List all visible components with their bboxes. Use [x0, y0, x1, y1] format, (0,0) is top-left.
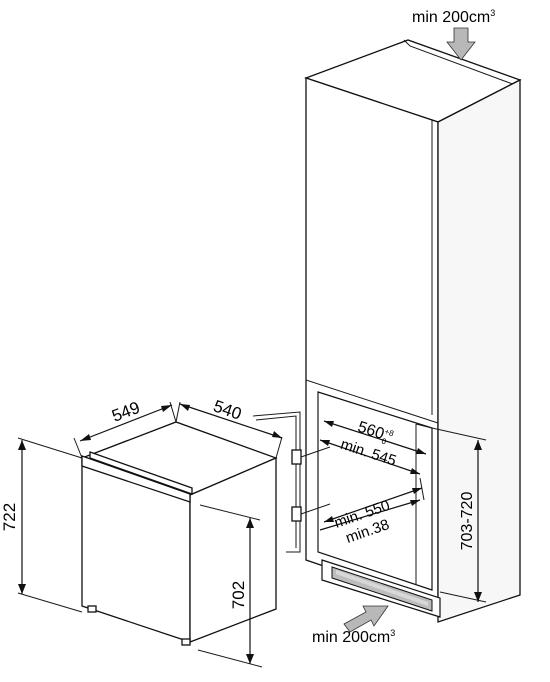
foot-right	[181, 638, 191, 646]
dim-560	[323, 420, 427, 455]
appliance	[80, 421, 278, 646]
cabinet-front	[437, 78, 521, 623]
dim-min-545	[319, 439, 421, 475]
dim-703-720	[431, 427, 487, 603]
bottom-vent-arrow	[343, 605, 389, 633]
ventilation-grille-slot	[336, 570, 428, 606]
tall-cabinet	[304, 39, 522, 623]
label-560-tol-upper: +8	[383, 427, 395, 439]
label-722: 722	[0, 503, 19, 531]
bracket-inner	[255, 415, 297, 548]
label-702: 702	[229, 581, 248, 609]
label-bottom-vent: min 200cm3	[312, 628, 395, 646]
hinge-lower-arm	[300, 503, 331, 515]
label-bottom-vent-sup: 3	[390, 628, 395, 638]
label-top-vent-sup: 3	[490, 8, 495, 18]
hinge-upper	[291, 449, 302, 465]
label-703-720: 703-720	[459, 492, 476, 551]
dim-540	[175, 401, 283, 459]
dim-min-38	[319, 499, 421, 531]
label-top-vent-text: min 200cm	[412, 9, 490, 26]
label-top-vent: min 200cm3	[412, 8, 495, 26]
dim-549	[73, 401, 177, 459]
foot-left	[87, 605, 97, 613]
door-handle-top	[89, 451, 193, 495]
label-bottom-vent-text: min 200cm	[312, 629, 390, 646]
niche-top-edge	[305, 379, 439, 424]
bracket-outline	[252, 411, 301, 553]
label-560-tol-lower: 0	[380, 436, 388, 446]
label-540: 540	[211, 396, 244, 423]
hinge-lower	[291, 506, 302, 522]
door-bracket	[252, 411, 331, 553]
dim-722	[17, 437, 83, 613]
niche-inner-top	[415, 423, 433, 429]
door-handle	[81, 455, 191, 503]
hinge-upper-arm	[300, 446, 331, 458]
top-vent-arrow	[446, 27, 476, 61]
appliance-side	[189, 457, 277, 643]
label-549: 549	[109, 398, 142, 426]
dim-702	[197, 504, 263, 668]
dim-min-550	[323, 477, 425, 523]
